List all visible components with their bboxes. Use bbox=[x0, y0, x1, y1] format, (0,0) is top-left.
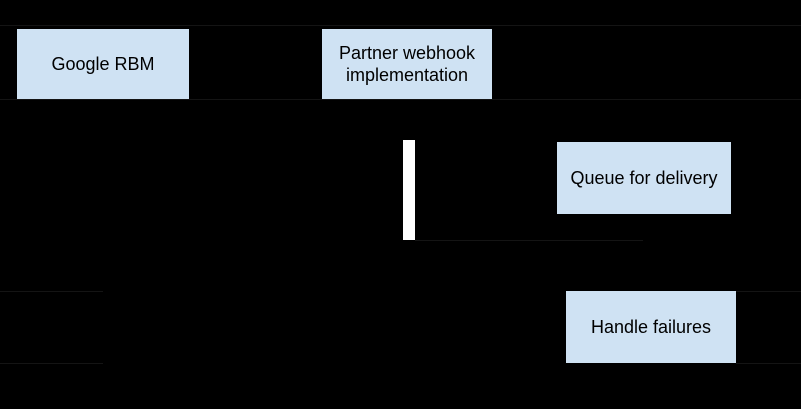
divider-line-top bbox=[0, 25, 801, 26]
divider-line-below-header bbox=[0, 99, 801, 100]
activation-bar bbox=[403, 140, 415, 240]
node-google-rbm-label: Google RBM bbox=[51, 54, 155, 74]
node-partner-webhook-label: Partner webhook implementation bbox=[338, 43, 476, 85]
connector-line-failures-right-bottom bbox=[736, 363, 801, 364]
node-queue-for-delivery: Queue for delivery bbox=[557, 142, 731, 214]
connector-line-failures-left-bottom bbox=[0, 363, 103, 364]
connector-line-failures-left-top bbox=[0, 291, 103, 292]
node-handle-failures: Handle failures bbox=[566, 291, 736, 363]
connector-line-failures-right-top bbox=[736, 291, 801, 292]
node-queue-for-delivery-label: Queue for delivery bbox=[570, 168, 718, 188]
node-google-rbm: Google RBM bbox=[17, 29, 189, 99]
node-handle-failures-label: Handle failures bbox=[590, 317, 712, 337]
connector-line-queue bbox=[415, 240, 643, 241]
node-partner-webhook-implementation: Partner webhook implementation bbox=[322, 29, 492, 99]
